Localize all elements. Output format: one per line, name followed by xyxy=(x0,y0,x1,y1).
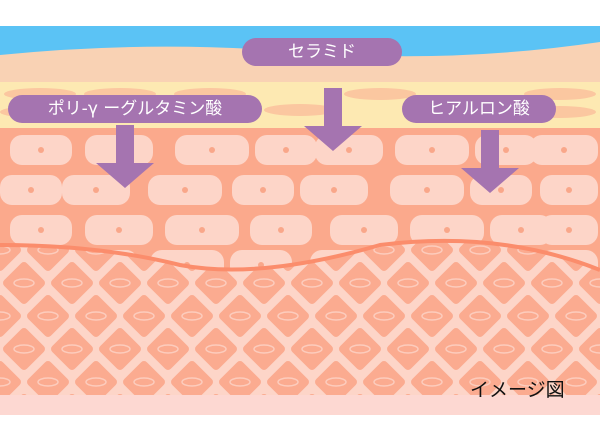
dermis-layer xyxy=(0,240,600,395)
cell-nucleus xyxy=(28,187,34,193)
cell-nucleus xyxy=(566,227,572,233)
cell-nucleus xyxy=(278,227,284,233)
cell-nucleus xyxy=(93,187,99,193)
cell-nucleus xyxy=(424,187,430,193)
cell-nucleus xyxy=(116,227,122,233)
basement-membrane-line xyxy=(0,238,600,272)
arrow-down-icon xyxy=(461,130,519,193)
polyglutamic-acid-label: ポリ-γ ーグルタミン酸 xyxy=(8,95,262,123)
cell-nucleus xyxy=(346,147,352,153)
bottom-layer xyxy=(0,395,600,415)
cell-nucleus xyxy=(260,187,266,193)
granular-spot xyxy=(264,104,336,116)
horny-layer xyxy=(0,42,600,90)
image-caption: イメージ図 xyxy=(470,379,565,401)
ceramide-label: セラミド xyxy=(242,38,402,66)
arrow-down-icon xyxy=(96,125,154,188)
cell-nucleus xyxy=(361,227,367,233)
cell-nucleus xyxy=(561,147,567,153)
cell-nucleus xyxy=(331,187,337,193)
cell-nucleus xyxy=(444,227,450,233)
cell-nucleus xyxy=(498,187,504,193)
cell-nucleus xyxy=(38,227,44,233)
cell-nucleus xyxy=(566,187,572,193)
cell-nucleus xyxy=(182,187,188,193)
cell-nucleus xyxy=(429,147,435,153)
cell-nucleus xyxy=(283,147,289,153)
cell-nucleus xyxy=(38,147,44,153)
granular-spot xyxy=(344,88,416,100)
cell-nucleus xyxy=(199,227,205,233)
arrow-down-icon xyxy=(304,88,362,151)
cell-nucleus xyxy=(503,147,509,153)
hyaluronic-acid-label: ヒアルロン酸 xyxy=(402,95,556,123)
cell-nucleus xyxy=(518,227,524,233)
cell-nucleus xyxy=(209,147,215,153)
